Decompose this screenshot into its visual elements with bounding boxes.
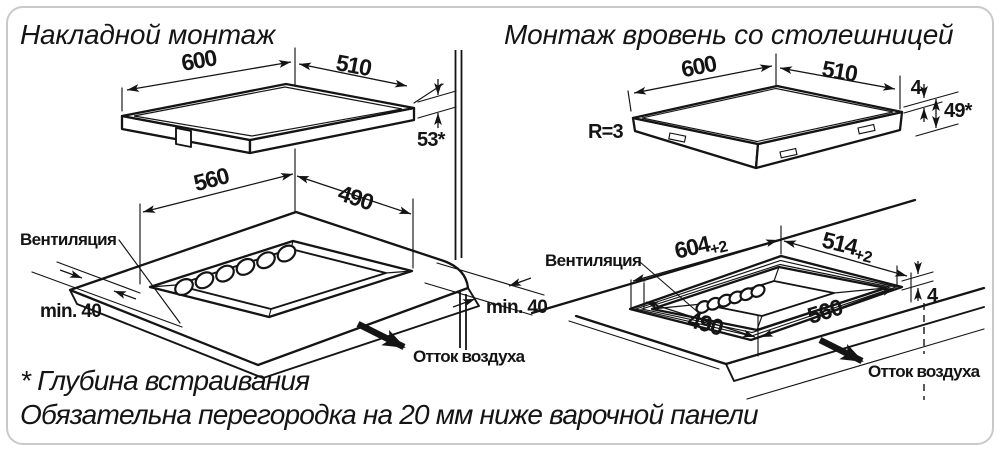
right-hob-vent-slots bbox=[668, 123, 876, 159]
left-worktop-drawing bbox=[68, 210, 480, 379]
right-ventilation-label: Вентиляция bbox=[545, 251, 641, 270]
left-min-clearance-right-value: min. 40 bbox=[486, 297, 547, 318]
left-min-clearance-left: min. 40 bbox=[31, 261, 183, 328]
left-hob-width-value: 600 bbox=[179, 44, 218, 76]
left-cutout-depth-value: 490 bbox=[335, 180, 377, 216]
left-airflow-label: Отток воздуха bbox=[413, 347, 526, 366]
hob-burner-tab bbox=[175, 127, 192, 148]
left-hob-top-view bbox=[120, 82, 416, 155]
left-ventilation-callout: Вентиляция bbox=[20, 230, 181, 324]
right-glass-height-value: 4 bbox=[911, 77, 923, 99]
footnote-embed-depth: * Глубина встраивания bbox=[20, 365, 310, 396]
right-cutout-width-value: 604+2 bbox=[672, 227, 730, 267]
left-wall-lines bbox=[454, 50, 467, 350]
right-ledge-depth-value: 4 bbox=[927, 285, 939, 307]
right-title: Монтаж вровень со столешницей bbox=[504, 19, 954, 50]
footnote-partition: Обязательна перегородка на 20 мм ниже ва… bbox=[20, 399, 759, 430]
right-cutout-depth-value: 514+2 bbox=[819, 227, 877, 267]
left-min-clearance-left-value: min. 40 bbox=[40, 301, 101, 322]
sheet-border bbox=[6, 6, 994, 445]
right-airflow-label: Отток воздуха bbox=[868, 362, 981, 381]
left-hob-dimensions: 600 510 53* bbox=[121, 44, 457, 240]
right-airflow-arrow bbox=[818, 337, 864, 364]
left-ventilation-holes bbox=[174, 244, 297, 297]
right-airflow-callout: Отток воздуха bbox=[818, 303, 981, 400]
right-ventilation-callout: Вентиляция bbox=[545, 251, 701, 315]
left-embed-height-value: 53* bbox=[417, 129, 446, 151]
left-ventilation-label: Вентиляция bbox=[20, 230, 116, 249]
left-hob-depth-value: 510 bbox=[334, 49, 373, 81]
right-corner-radius-value: R=3 bbox=[588, 121, 624, 143]
left-airflow-arrow bbox=[356, 321, 406, 350]
left-title: Накладной монтаж bbox=[20, 19, 277, 50]
right-hob-dimensions: 600 510 4 49* R=3 bbox=[588, 50, 973, 143]
right-hob-depth-value: 510 bbox=[820, 55, 859, 87]
right-embed-height-value: 49* bbox=[944, 100, 973, 122]
right-hob-top-view bbox=[631, 84, 904, 170]
left-airflow-callout: Отток воздуха bbox=[356, 321, 526, 366]
